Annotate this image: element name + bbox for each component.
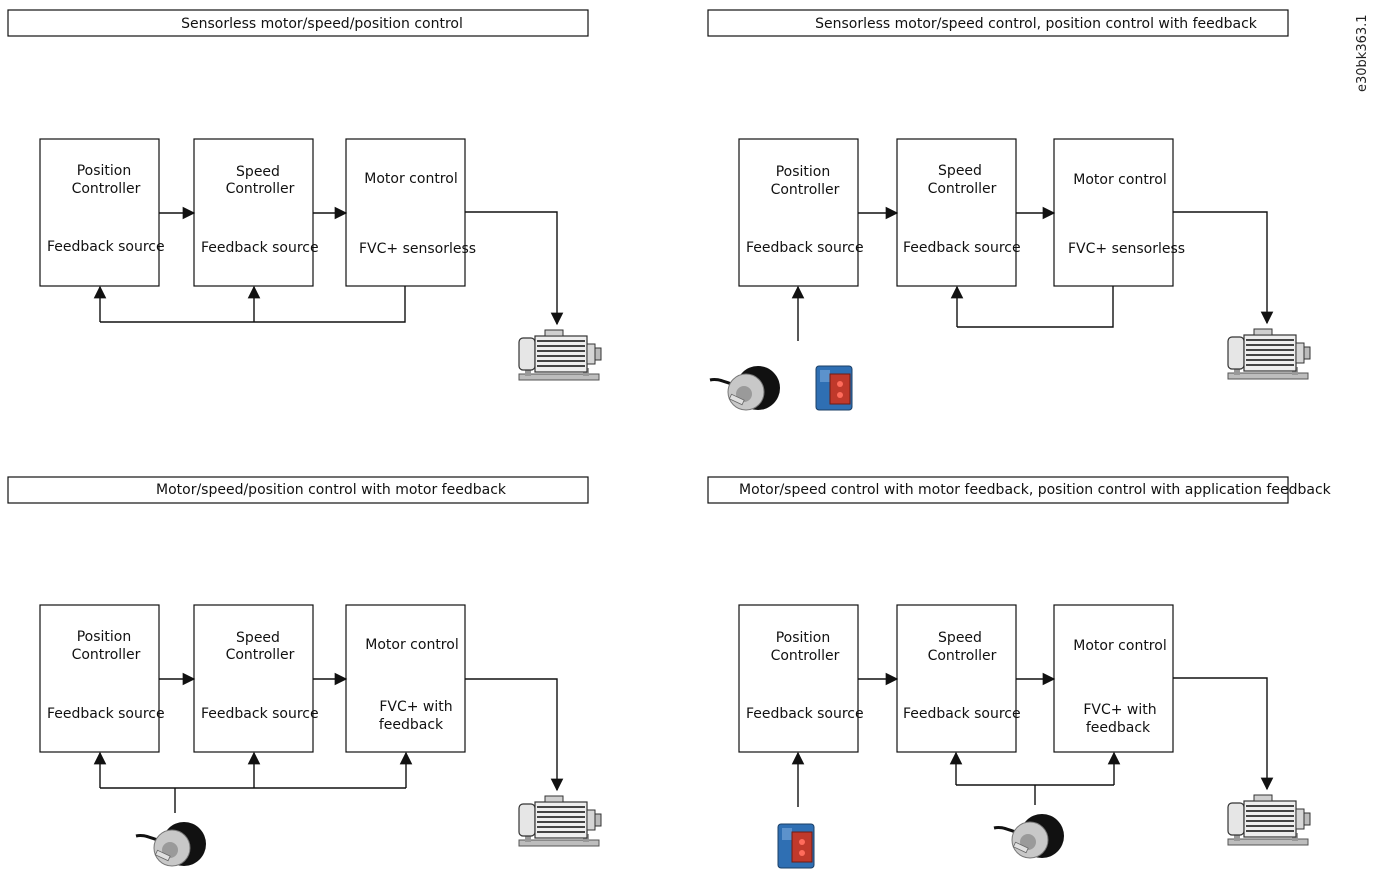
speed-controller-title-1: Speed — [938, 630, 982, 646]
speed-controller-title-1: Speed — [938, 163, 982, 179]
position-controller-box — [738, 138, 859, 287]
position-controller-title-1: Position — [776, 164, 831, 180]
wire-motor-output — [465, 211, 564, 326]
speed-feedback-source: Feedback source — [201, 240, 319, 256]
position-controller-box — [39, 604, 160, 753]
speed-controller-box — [896, 138, 1017, 287]
motor-control-title: Motor control — [1073, 172, 1166, 188]
speed-controller-title-2: Controller — [928, 648, 997, 664]
photoelectric-sensor-icon — [777, 823, 815, 869]
panel-motor-feedback-application-feedback: Motor/speed control with motor feedback,… — [707, 476, 1332, 869]
position-feedback-source: Feedback source — [47, 706, 165, 722]
motor-icon — [518, 795, 602, 847]
speed-controller-title-1: Speed — [236, 630, 280, 646]
speed-controller-box — [193, 604, 314, 753]
wire-motor-output — [465, 678, 564, 792]
wire-sensorless-feedback — [957, 286, 1114, 328]
motor-control-mode-1: FVC+ with — [379, 699, 452, 715]
panel-title: Motor/speed/position control with motor … — [156, 482, 507, 498]
position-controller-box — [39, 138, 160, 287]
position-controller-title-2: Controller — [72, 181, 141, 197]
panel-sensorless-all: Sensorless motor/speed/position control … — [7, 9, 602, 381]
position-controller-title-1: Position — [77, 629, 132, 645]
position-feedback-source: Feedback source — [746, 706, 864, 722]
speed-controller-title-1: Speed — [236, 164, 280, 180]
panel-title-box — [7, 9, 589, 37]
speed-controller-title-2: Controller — [928, 181, 997, 197]
motor-control-title: Motor control — [364, 171, 457, 187]
wire-sensorless-feedback — [100, 286, 406, 323]
encoder-icon — [134, 820, 208, 868]
position-feedback-source: Feedback source — [47, 239, 165, 255]
position-feedback-source: Feedback source — [746, 240, 864, 256]
position-controller-box — [738, 604, 859, 753]
panel-title: Sensorless motor/speed/position control — [181, 16, 463, 32]
wire-motor-output — [1173, 677, 1274, 791]
figure-code: e30bk363.1 — [1355, 14, 1370, 92]
position-controller-title-1: Position — [77, 163, 132, 179]
motor-icon — [518, 329, 602, 381]
speed-feedback-source: Feedback source — [903, 240, 1021, 256]
speed-feedback-source: Feedback source — [201, 706, 319, 722]
motor-control-box — [1053, 604, 1174, 753]
motor-control-title: Motor control — [365, 637, 458, 653]
motor-control-mode-1: FVC+ with — [1083, 702, 1156, 718]
photoelectric-sensor-icon — [815, 365, 853, 411]
motor-icon — [1227, 328, 1311, 380]
motor-control-mode-2: feedback — [379, 717, 444, 733]
position-controller-title-2: Controller — [771, 648, 840, 664]
speed-controller-box — [896, 604, 1017, 753]
panel-title-box — [707, 476, 1289, 504]
speed-controller-title-2: Controller — [226, 647, 295, 663]
speed-feedback-source: Feedback source — [903, 706, 1021, 722]
motor-control-mode: FVC+ sensorless — [1068, 241, 1185, 257]
encoder-icon — [708, 364, 782, 412]
motor-icon — [1227, 794, 1311, 846]
motor-control-box — [345, 138, 466, 287]
motor-control-box — [1053, 138, 1174, 287]
position-controller-title-1: Position — [776, 630, 831, 646]
motor-control-title: Motor control — [1073, 638, 1166, 654]
panel-title-box — [707, 9, 1289, 37]
motor-control-mode: FVC+ sensorless — [359, 241, 476, 257]
panel-title: Sensorless motor/speed control, position… — [815, 16, 1258, 32]
panel-motor-feedback-all: Motor/speed/position control with motor … — [7, 476, 602, 868]
panel-title: Motor/speed control with motor feedback,… — [739, 482, 1332, 498]
position-controller-title-2: Controller — [72, 647, 141, 663]
speed-controller-box — [193, 138, 314, 287]
speed-controller-title-2: Controller — [226, 181, 295, 197]
panel-sensorless-speed-position-feedback: Sensorless motor/speed control, position… — [707, 9, 1311, 412]
wire-motor-output — [1173, 211, 1274, 325]
encoder-icon — [992, 812, 1066, 860]
panel-title-box — [7, 476, 589, 504]
position-controller-title-2: Controller — [771, 182, 840, 198]
motor-control-mode-2: feedback — [1086, 720, 1151, 736]
